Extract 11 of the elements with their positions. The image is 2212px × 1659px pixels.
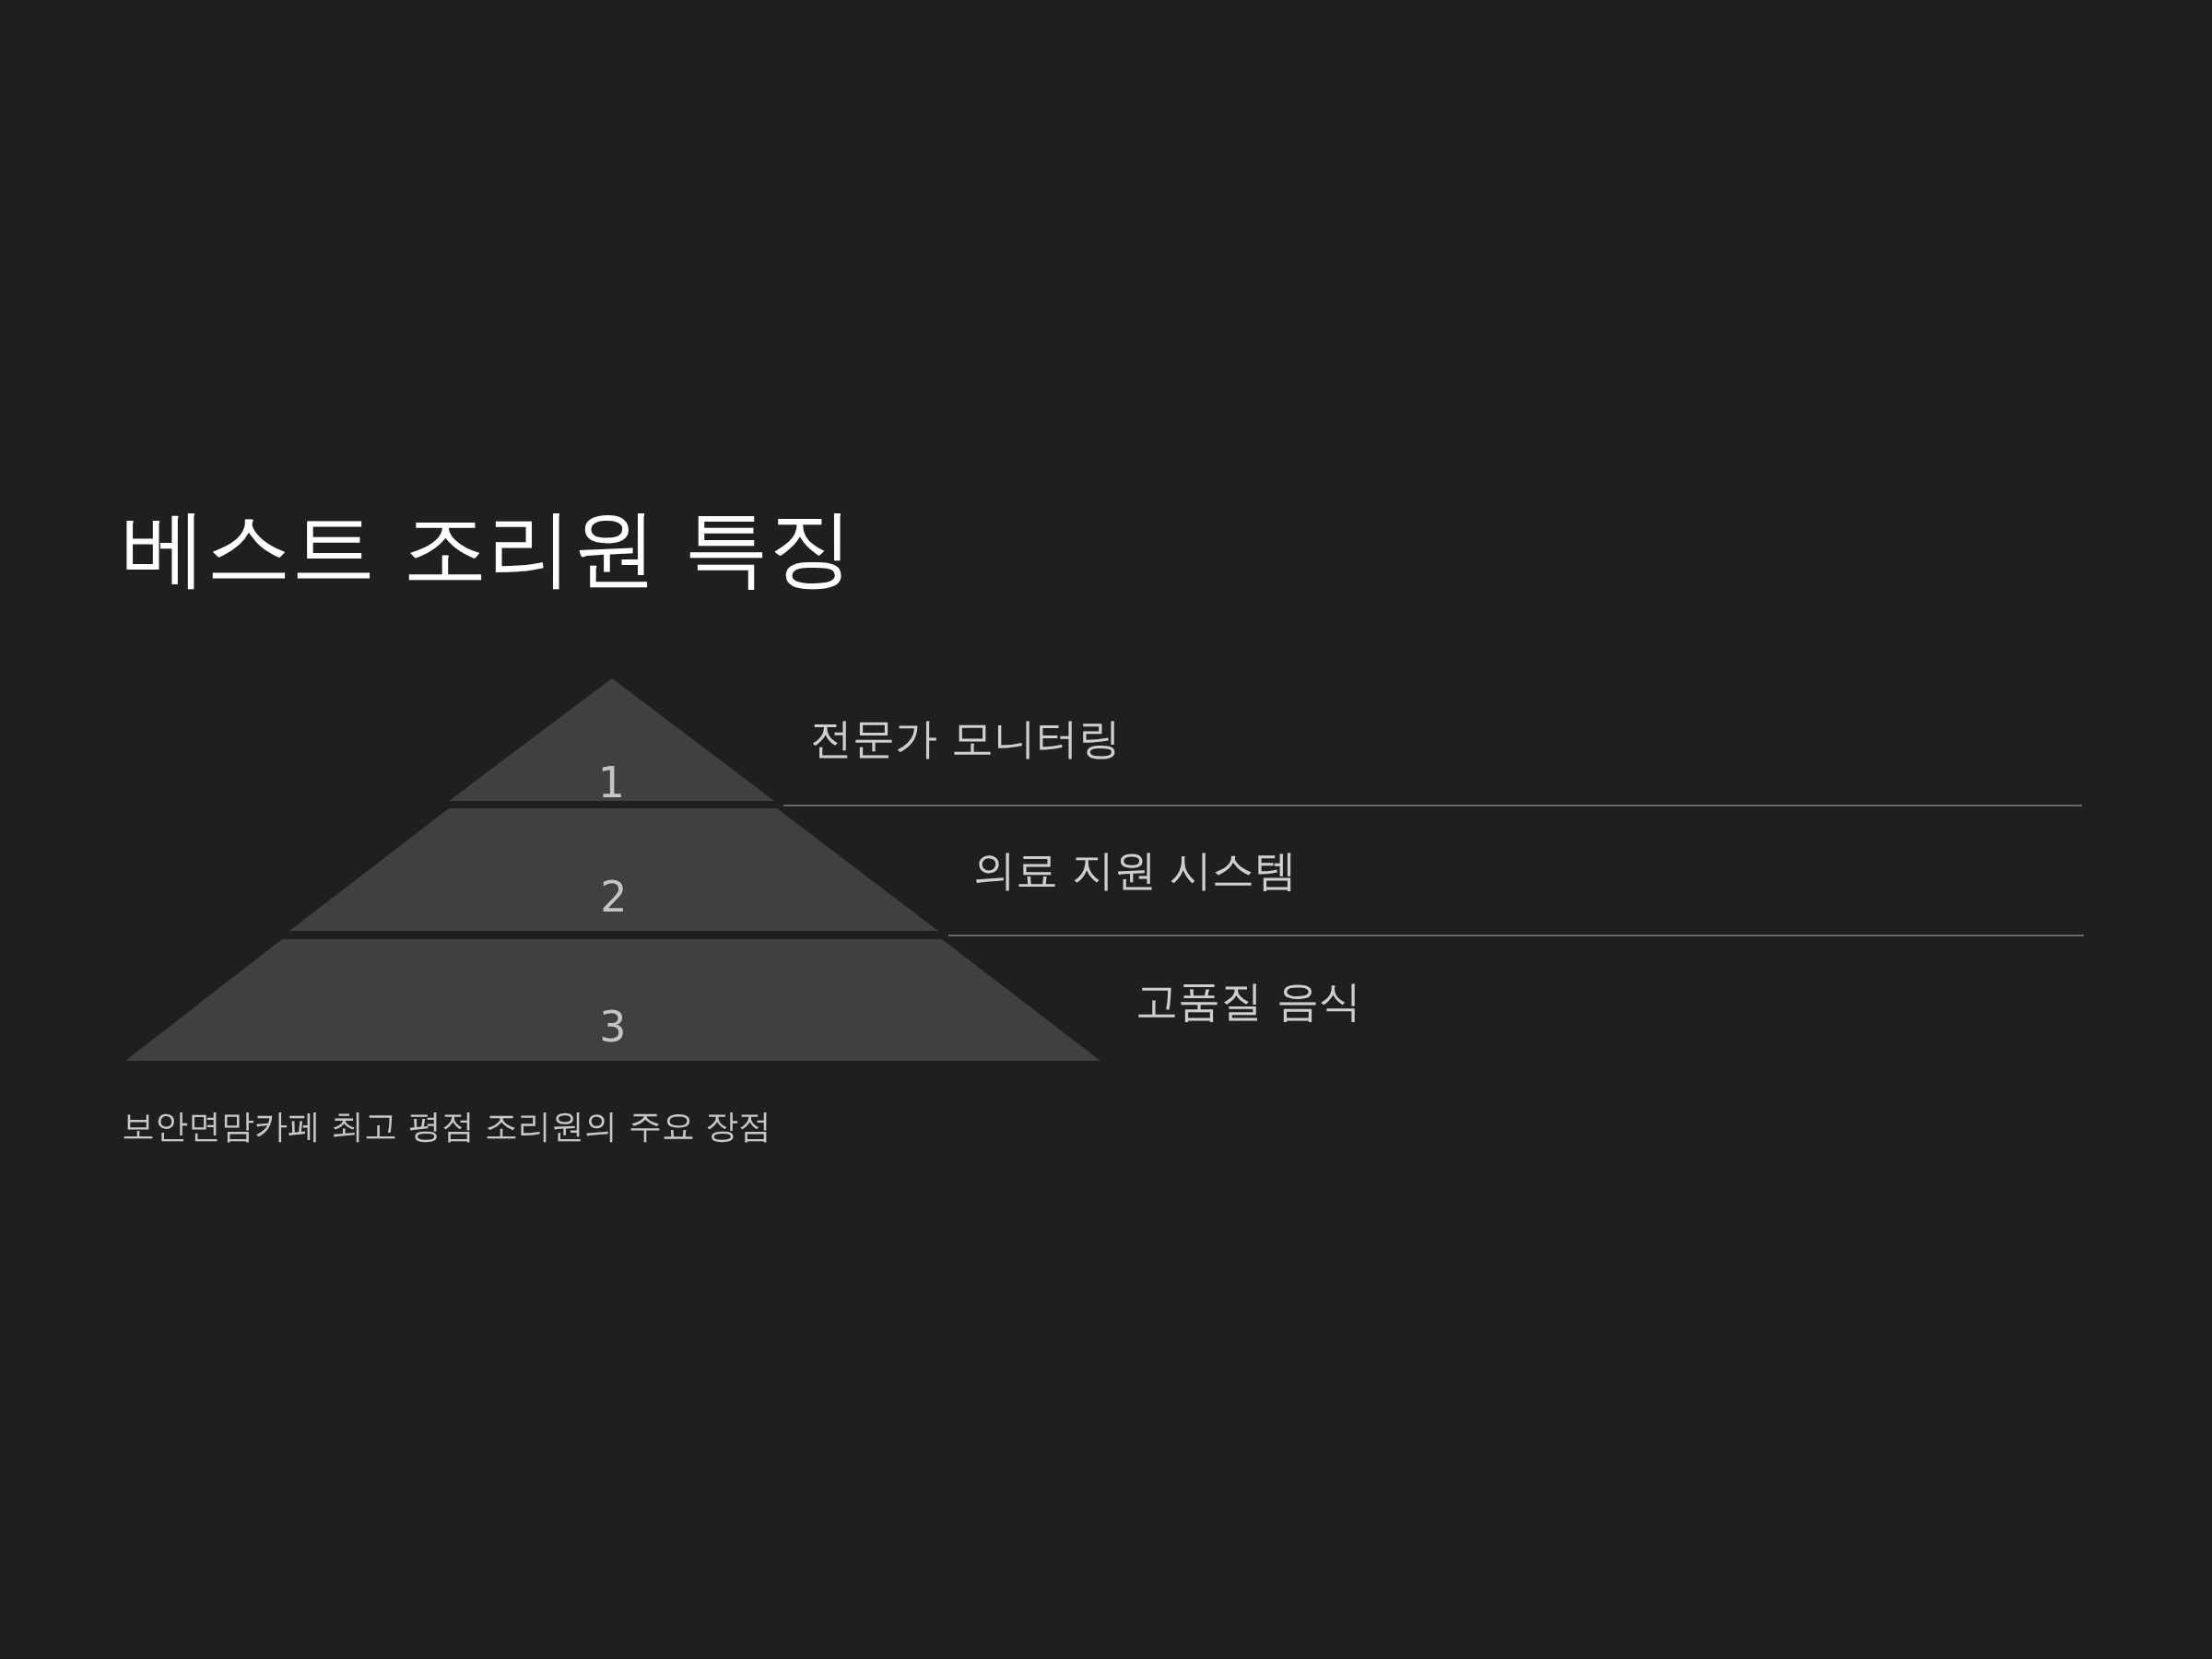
caption: 보안면맘카페 최고 평점 조리원의 주요 장점 — [122, 1106, 772, 1147]
tier-label: 의료 지원 시스템 — [973, 849, 1298, 891]
pyramid-tier — [125, 939, 1100, 1061]
pyramid-tier — [449, 678, 774, 801]
title: 베스트 조리원 특징 — [122, 498, 854, 599]
tier-number: 3 — [599, 1006, 627, 1049]
pyramid-tier — [289, 808, 938, 931]
tier-label: 전문가 모니터링 — [810, 717, 1121, 759]
tier-label: 고품질 음식 — [1135, 980, 1361, 1022]
tier-number: 1 — [597, 760, 626, 804]
tier-number: 2 — [600, 875, 628, 918]
